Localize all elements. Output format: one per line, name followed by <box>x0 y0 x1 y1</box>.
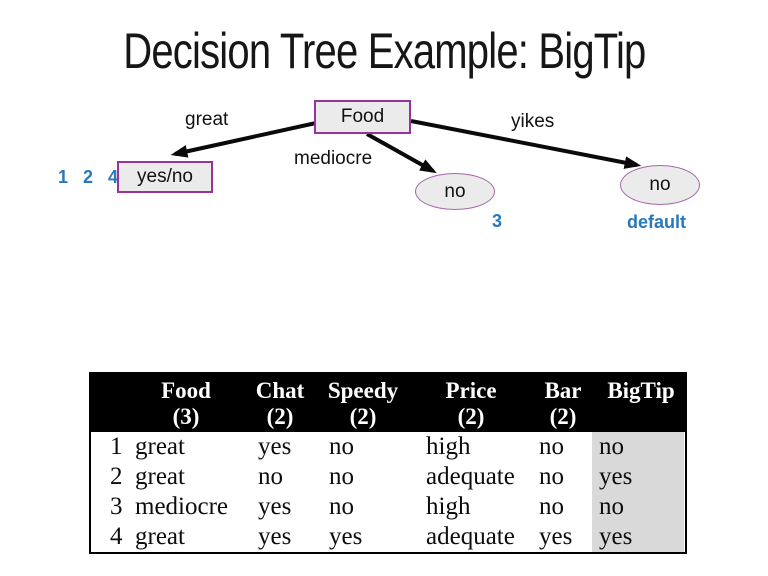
cell-chat: no <box>258 463 283 491</box>
table-row: 3 mediocre yes no high no no <box>91 492 684 523</box>
tree-node-no-yikes-label: no <box>649 174 671 195</box>
cell-bar: no <box>539 433 564 460</box>
cell-bigtip: yes <box>592 462 684 493</box>
annotation-default: default <box>627 212 687 232</box>
cell-bigtip: no <box>592 492 684 523</box>
column-header-bigtip-label: BigTip <box>607 378 675 403</box>
column-header-bigtip: BigTip <box>607 378 674 404</box>
cell-price: high <box>426 433 471 460</box>
cell-speedy: no <box>329 493 354 521</box>
cell-food: great <box>135 433 185 460</box>
table-header: Food (3) Chat (2) Speedy (2) Price (2) B… <box>91 374 685 432</box>
column-header-chat: Chat (2) <box>256 378 305 430</box>
column-header-bar-label: Bar <box>544 378 582 403</box>
cell-food: mediocre <box>135 493 229 521</box>
cell-speedy: no <box>329 463 354 491</box>
cell-price: high <box>426 493 471 521</box>
cell-food: great <box>135 463 185 491</box>
cell-chat: yes <box>258 493 292 521</box>
edge-mediocre-arrow <box>366 132 437 174</box>
cell-price: adequate <box>426 523 515 551</box>
cell-row-num: 4 <box>110 523 123 551</box>
title-wrap: Decision Tree Example: BigTip <box>0 22 768 80</box>
cell-row-num: 2 <box>110 463 123 491</box>
page-title: Decision Tree Example: BigTip <box>122 23 646 79</box>
cell-bigtip: no <box>592 432 684 463</box>
edge-label-mediocre: mediocre <box>294 148 373 169</box>
table-row: 4 great yes yes adequate yes yes <box>91 522 684 553</box>
column-header-food-count: (3) <box>172 404 200 429</box>
edge-label-yikes: yikes <box>511 111 555 132</box>
column-header-food: Food (3) <box>161 378 211 430</box>
cell-bigtip: yes <box>592 522 684 553</box>
annotation-example-3: 3 <box>492 211 503 231</box>
column-header-price-count: (2) <box>457 404 485 429</box>
column-header-speedy: Speedy (2) <box>328 378 398 430</box>
column-header-bar-count: (2) <box>549 404 577 429</box>
tree-node-yesno-label: yes/no <box>137 166 193 187</box>
column-header-food-label: Food <box>161 378 211 403</box>
tree-node-no-mediocre-label: no <box>444 180 466 202</box>
cell-chat: yes <box>258 523 292 551</box>
cell-food: great <box>135 523 185 551</box>
cell-price: adequate <box>426 463 515 491</box>
examples-table: Food (3) Chat (2) Speedy (2) Price (2) B… <box>89 372 687 554</box>
cell-speedy: no <box>329 433 354 460</box>
edge-label-great: great <box>185 109 229 130</box>
table-row: 2 great no no adequate no yes <box>91 462 684 493</box>
column-header-price-label: Price <box>445 378 497 403</box>
cell-chat: yes <box>258 433 292 460</box>
cell-row-num: 3 <box>110 493 123 521</box>
column-header-price: Price (2) <box>445 378 496 430</box>
tree-node-food-label: Food <box>340 106 385 127</box>
column-header-chat-label: Chat <box>255 378 305 403</box>
cell-bar: no <box>539 493 564 521</box>
column-header-speedy-count: (2) <box>349 404 377 429</box>
column-header-chat-count: (2) <box>266 404 294 429</box>
tree-node-food: Food <box>314 100 411 134</box>
tree-node-yesno: yes/no <box>117 161 213 193</box>
cell-speedy: yes <box>329 523 363 551</box>
tree-node-no-yikes: no <box>620 165 700 205</box>
cell-bar: yes <box>539 523 573 551</box>
column-header-bar: Bar (2) <box>544 378 581 430</box>
annotation-examples-124: 1 2 4 <box>58 167 124 187</box>
table-row: 1 great yes no high no no <box>91 432 684 463</box>
column-header-speedy-label: Speedy <box>327 378 399 403</box>
table-body: 1 great yes no high no no 2 great no no … <box>91 432 684 553</box>
cell-row-num: 1 <box>110 433 123 460</box>
cell-bar: no <box>539 463 564 491</box>
tree-node-no-mediocre: no <box>415 173 495 210</box>
